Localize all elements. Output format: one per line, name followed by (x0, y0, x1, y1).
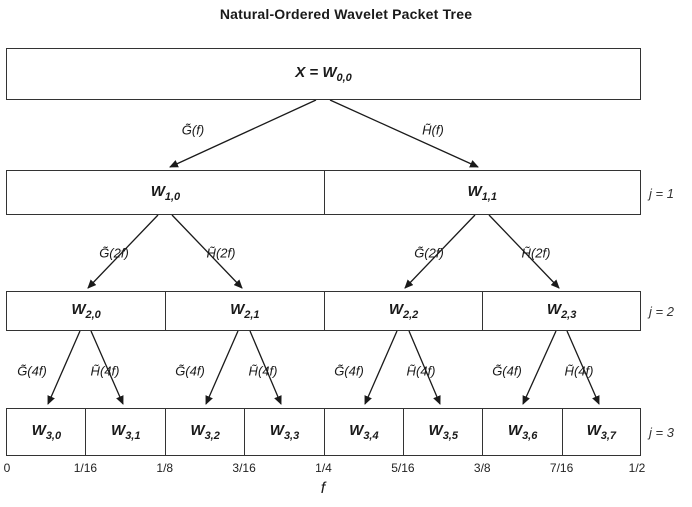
edge-arrow (205, 330, 239, 405)
edge-arrow (169, 99, 317, 168)
filter-label-h-4f: H̃(4f) (406, 363, 436, 379)
axis-tick-1-4: 1/4 (315, 461, 332, 475)
node-label: W3,0 (31, 422, 62, 442)
filter-label-h-4f: H̃(4f) (90, 363, 120, 379)
node-w-3-4: W3,4 (323, 408, 405, 456)
node-label: W3,1 (111, 422, 141, 442)
filter-label-g-4f: G̃(4f) (492, 363, 522, 379)
node-label: W2,2 (388, 301, 419, 321)
axis-tick-7-16: 7/16 (549, 461, 574, 475)
node-label: W3,6 (507, 422, 538, 442)
node-label: W3,5 (428, 422, 458, 442)
edge-arrow (90, 330, 124, 405)
node-w-3-6: W3,6 (482, 408, 564, 456)
axis-tick-1-8: 1/8 (156, 461, 174, 475)
node-w-3-2: W3,2 (164, 408, 246, 456)
axis-tick-5-16: 5/16 (391, 461, 415, 475)
filter-label-g-f: G̃(f) (181, 122, 205, 138)
edge-arrow (408, 330, 441, 405)
axis-tick-0: 0 (3, 461, 11, 475)
edge-arrow (364, 330, 398, 405)
filter-label-g-2f: G̃(2f) (99, 245, 129, 261)
filter-label-g-4f: G̃(4f) (334, 363, 364, 379)
node-label: W3,2 (190, 422, 220, 442)
node-label: W2,3 (546, 301, 577, 321)
node-w-2-1: W2,1 (164, 291, 325, 331)
node-w-1-0: W1,0 (6, 170, 325, 215)
filter-label-g-4f: G̃(4f) (17, 363, 47, 379)
edge-arrow (522, 330, 557, 405)
edge-arrow (171, 214, 243, 289)
node-w-3-0: W3,0 (6, 408, 87, 456)
node-w-3-3: W3,3 (244, 408, 325, 456)
edge-arrow (404, 214, 476, 289)
edge-arrow (249, 330, 282, 405)
node-w-2-0: W2,0 (6, 291, 167, 331)
filter-label-g-2f: G̃(2f) (414, 245, 444, 261)
filter-label-h-2f: H̃(2f) (521, 245, 551, 261)
edge-arrow (329, 99, 479, 168)
node-w-2-2: W2,2 (323, 291, 484, 331)
level-label-j3: j = 3 (649, 425, 674, 440)
frequency-axis-label: f (320, 480, 326, 497)
filter-label-h-2f: H̃(2f) (206, 245, 236, 261)
node-w-1-1: W1,1 (323, 170, 641, 215)
node-label: W3,7 (586, 422, 617, 442)
node-w-3-7: W3,7 (561, 408, 641, 456)
edge-arrow (488, 214, 560, 289)
node-label: W2,0 (71, 301, 101, 321)
node-label: W1,0 (150, 182, 181, 203)
filter-label-h-f: H̃(f) (422, 122, 444, 138)
node-w-0-0: X = W0,0 (6, 48, 641, 100)
node-label: W3,4 (349, 422, 379, 442)
node-label: W2,1 (230, 301, 260, 321)
axis-tick-1-2: 1/2 (628, 461, 646, 475)
filter-label-h-4f: H̃(4f) (248, 363, 278, 379)
node-label: X = W0,0 (295, 64, 352, 84)
node-label: W1,1 (467, 182, 497, 203)
axis-tick-3-16: 3/16 (232, 461, 256, 475)
axis-tick-3-8: 3/8 (473, 461, 491, 475)
filter-label-h-4f: H̃(4f) (564, 363, 594, 379)
node-w-3-5: W3,5 (402, 408, 484, 456)
edge-arrow (87, 214, 159, 289)
level-label-j1: j = 1 (649, 186, 674, 201)
edge-arrow (47, 330, 81, 405)
level-label-j2: j = 2 (649, 304, 674, 319)
node-w-2-3: W2,3 (482, 291, 641, 331)
node-w-3-1: W3,1 (85, 408, 167, 456)
diagram-title: Natural-Ordered Wavelet Packet Tree (219, 6, 473, 22)
axis-tick-1-16: 1/16 (73, 461, 98, 475)
edge-arrow (566, 330, 600, 405)
node-label: W3,3 (269, 422, 300, 442)
filter-label-g-4f: G̃(4f) (175, 363, 205, 379)
